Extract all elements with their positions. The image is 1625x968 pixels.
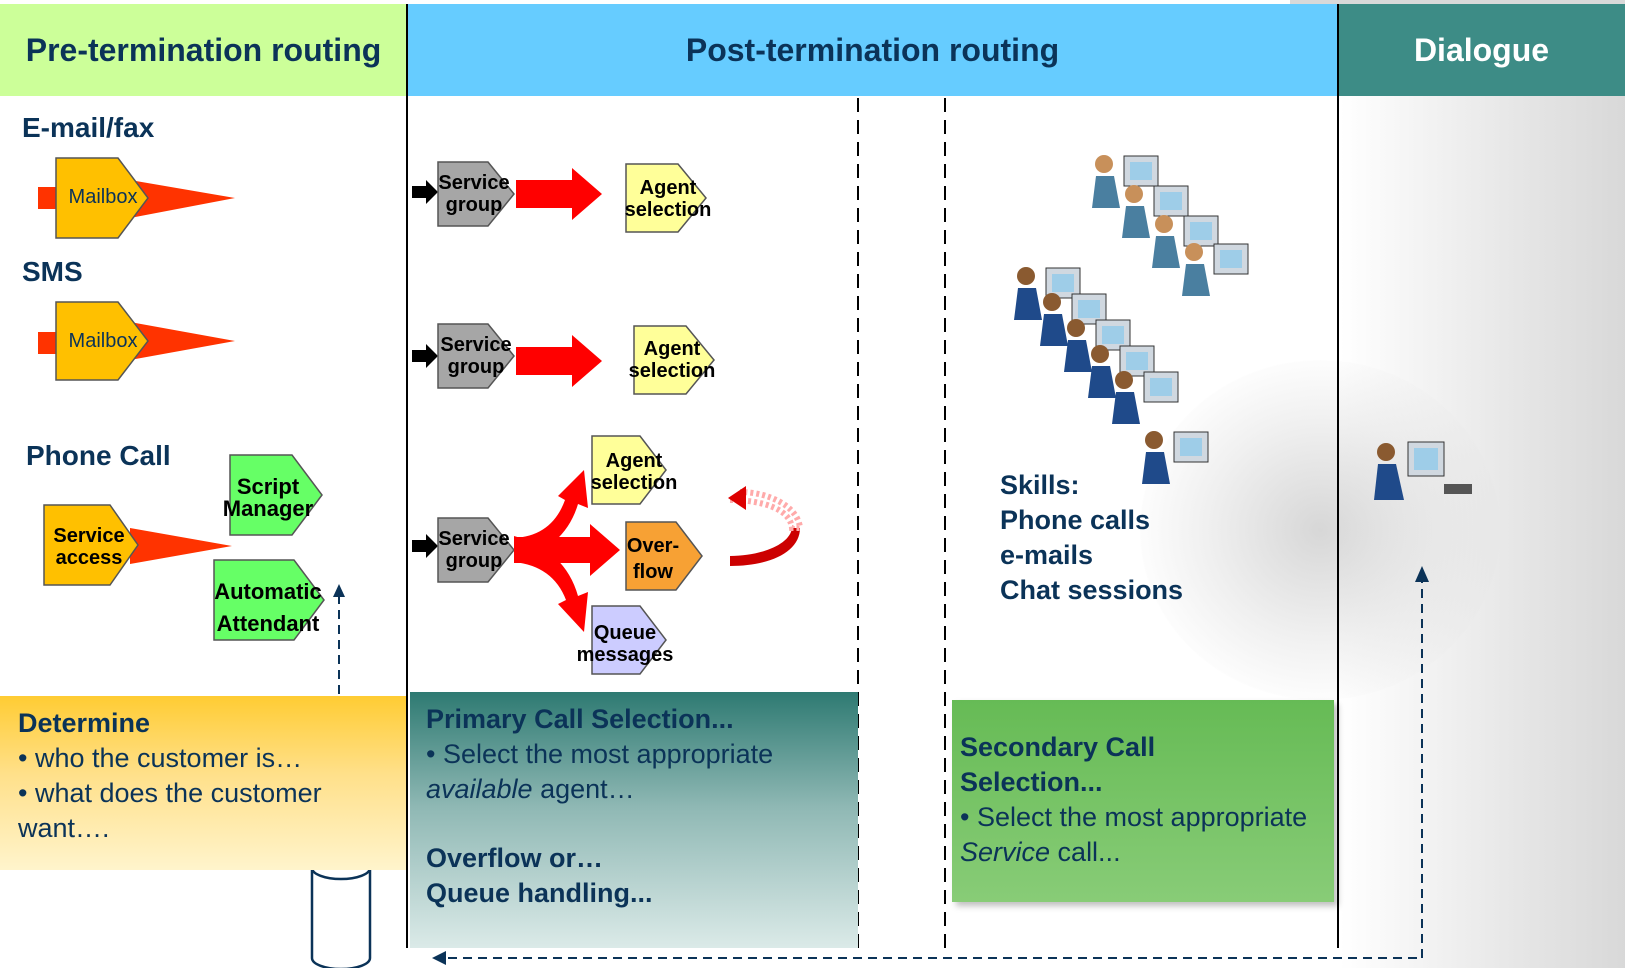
skills-item-phone: Phone calls bbox=[1000, 505, 1151, 535]
primary-footer-2: Queue handling... bbox=[426, 878, 653, 908]
database-link-arrow-up bbox=[333, 584, 345, 597]
primary-title: Primary Call Selection... bbox=[426, 704, 734, 734]
label-email: E-mail/fax bbox=[22, 112, 155, 143]
label-sms: SMS bbox=[22, 256, 83, 287]
service-access-label: Service access bbox=[53, 525, 125, 569]
return-arrow-up bbox=[1415, 566, 1429, 582]
background-photo-right bbox=[1340, 96, 1625, 968]
secondary-title-2: Selection... bbox=[960, 767, 1103, 797]
determine-bullet-1: • who the customer is… bbox=[18, 743, 303, 773]
skills-item-email: e-mails bbox=[1000, 540, 1094, 570]
script-manager-shape bbox=[229, 454, 323, 536]
header-dialogue: Dialogue bbox=[1338, 4, 1625, 96]
primary-call-selection-box: Primary Call Selection... • Select the m… bbox=[410, 692, 858, 948]
database-icon bbox=[310, 855, 372, 968]
header-pre-termination-label: Pre-termination routing bbox=[25, 31, 382, 68]
agent-figure-group bbox=[1014, 155, 1249, 484]
mailbox-email-shape bbox=[38, 157, 235, 239]
determine-bullet-2: • what does the customer want…. bbox=[18, 778, 322, 843]
secondary-bullet-pre: Select the most appropriate bbox=[976, 802, 1308, 832]
mailbox-email-label: Mailbox bbox=[68, 186, 138, 208]
automatic-attendant-shape bbox=[213, 559, 325, 641]
determine-bullet-2-text: what does the customer want…. bbox=[18, 778, 322, 843]
mailbox-sms-label: Mailbox bbox=[68, 330, 138, 352]
return-arrow-left bbox=[432, 951, 446, 965]
secondary-bullet-em: Service bbox=[960, 837, 1051, 867]
service-group-2-shape bbox=[412, 323, 715, 395]
primary-bullet-post: agent… bbox=[540, 774, 635, 804]
primary-bullet-pre: Select the most appropriate bbox=[442, 739, 774, 769]
agent-selection-2-label: Agent selection bbox=[628, 338, 716, 382]
primary-bullet: • Select the most appropriate available … bbox=[426, 739, 774, 804]
secondary-call-selection-box: Secondary Call Selection... • Select the… bbox=[952, 700, 1334, 902]
script-manager-label: Script Manager bbox=[222, 474, 314, 521]
automatic-attendant-label: Automatic Attendant bbox=[214, 579, 322, 636]
agents-icon bbox=[1014, 155, 1249, 484]
primary-bullet-em: available bbox=[426, 774, 533, 804]
overflow-loop-arrow bbox=[728, 486, 804, 566]
service-access-shape bbox=[43, 504, 232, 586]
dialogue-agent-icon bbox=[1374, 441, 1472, 500]
agent-selection-3-label: Agent selection bbox=[590, 450, 678, 494]
secondary-bullet-post: call... bbox=[1057, 837, 1121, 867]
header-dialogue-label: Dialogue bbox=[1413, 31, 1550, 68]
secondary-bullet: • Select the most appropriate Service ca… bbox=[960, 802, 1308, 867]
skills-title: Skills: bbox=[1000, 470, 1080, 500]
determine-bullet-1-text: who the customer is… bbox=[34, 743, 303, 773]
header-post-termination: Post-termination routing bbox=[407, 4, 1338, 96]
queue-messages-label: Queue messages bbox=[576, 622, 674, 666]
secondary-title-1: Secondary Call bbox=[960, 732, 1156, 762]
service-group-2-label: Service group bbox=[440, 334, 512, 378]
determine-box: Determine • who the customer is… • what … bbox=[0, 696, 406, 870]
mailbox-sms-shape bbox=[38, 301, 235, 381]
background-top-strip bbox=[1290, 0, 1625, 4]
service-group-3-shape bbox=[412, 435, 703, 675]
service-group-1-shape bbox=[412, 161, 707, 233]
skills-list: Skills: Phone calls e-mails Chat session… bbox=[1000, 468, 1183, 608]
overflow-label: Over- flow bbox=[626, 535, 680, 583]
header-post-termination-label: Post-termination routing bbox=[685, 31, 1060, 68]
service-group-1-label: Service group bbox=[438, 172, 510, 216]
service-group-3-label: Service group bbox=[438, 528, 510, 572]
header-pre-termination: Pre-termination routing bbox=[0, 4, 407, 96]
label-phone: Phone Call bbox=[26, 440, 171, 471]
agent-selection-1-label: Agent selection bbox=[624, 177, 712, 221]
primary-footer-1: Overflow or… bbox=[426, 843, 604, 873]
determine-title: Determine bbox=[18, 708, 151, 738]
skills-item-chat: Chat sessions bbox=[1000, 575, 1184, 605]
